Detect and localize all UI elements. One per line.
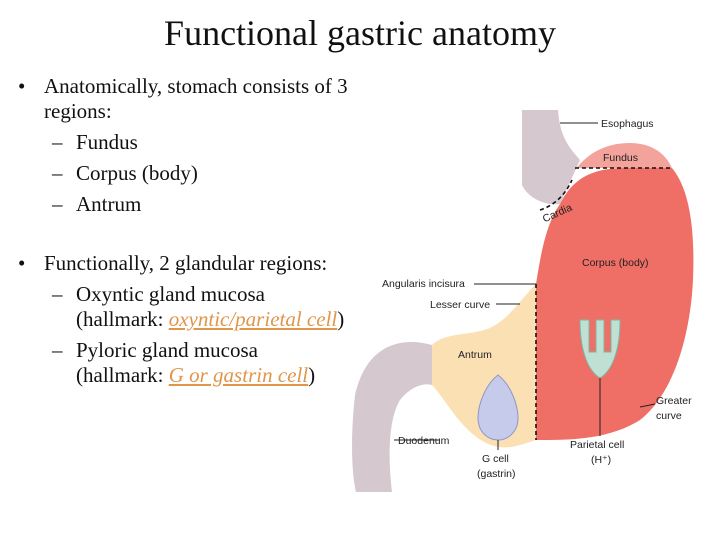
label-duodenum: Duodenum [398,435,450,447]
sub-item-corpus: –Corpus (body) [52,161,198,185]
label-parietal-cell: Parietal cell [570,439,624,451]
oxyntic-cell-link[interactable]: oxyntic/parietal cell [168,307,338,331]
fundus-shape [575,143,672,170]
bullet-anatomical-text: Anatomically, stomach consists of 3 regi… [44,74,348,123]
gastrin-cell-link[interactable]: G or gastrin cell [168,363,309,387]
label-esophagus: Esophagus [601,118,654,130]
label-corpus: Corpus (body) [582,257,649,269]
bullet-list: • Anatomically, stomach consists of 3 re… [18,74,348,388]
label-fundus: Fundus [603,152,638,164]
bullet-functional-text: Functionally, 2 glandular regions: [44,251,328,275]
label-antrum: Antrum [458,349,492,361]
bullet-dot: • [18,251,26,275]
bullet-dot: • [18,74,26,98]
label-g-cell: G cell [482,453,509,465]
corpus-shape [536,168,694,440]
esophagus-shape [522,110,580,205]
label-parietal-cell-sub: (H⁺) [591,454,611,466]
label-lesser-curve: Lesser curve [430,299,490,311]
label-g-cell-sub: (gastrin) [477,468,516,480]
sub-item-antrum: –Antrum [52,192,142,216]
sub-item-text: Oxyntic gland mucosa (hallmark: [76,282,265,331]
sub-item-text: Antrum [76,192,142,216]
sub-item-pyloric: –Pyloric gland mucosa (hallmark: G or ga… [52,338,316,387]
bullet-anatomical: • Anatomically, stomach consists of 3 re… [18,74,348,217]
parietal-cell-shape [579,319,621,379]
sub-item-text-end: ) [337,307,345,331]
label-angularis: Angularis incisura [382,278,465,290]
sub-item-oxyntic: –Oxyntic gland mucosa (hallmark: oxyntic… [52,282,345,331]
sub-item-text: Fundus [76,130,138,154]
sub-item-text-end: ) [308,363,316,387]
label-greater-curve-2: curve [656,410,682,422]
sub-item-text: Pyloric gland mucosa (hallmark: [76,338,258,387]
sub-item-text: Corpus (body) [76,161,198,185]
bullet-functional: • Functionally, 2 glandular regions: –Ox… [18,251,348,388]
duodenum-shape [352,342,432,492]
label-greater-curve-1: Greater [656,395,692,407]
slide-title: Functional gastric anatomy [164,13,556,53]
sub-item-fundus: –Fundus [52,130,138,154]
